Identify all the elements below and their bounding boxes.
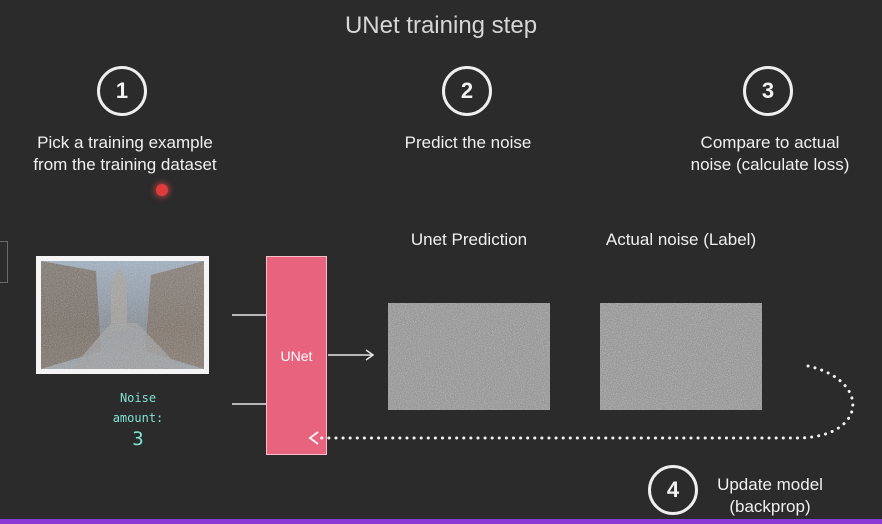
video-progress-bar[interactable] bbox=[0, 519, 882, 524]
noise-label-line-2: amount: bbox=[112, 411, 164, 425]
actual-noise-image bbox=[600, 303, 762, 410]
step-1-line-1: Pick a training example bbox=[37, 133, 213, 152]
step-4-circle: 4 bbox=[648, 465, 698, 515]
noise-label-line-1: Noise bbox=[119, 391, 157, 405]
step-2-text: Predict the noise bbox=[368, 132, 568, 154]
noise-amount-value: 3 bbox=[132, 428, 144, 450]
step-3-line-1: Compare to actual bbox=[700, 133, 840, 152]
step-1-text: Pick a training example from the trainin… bbox=[10, 132, 240, 176]
unet-label: UNet bbox=[280, 347, 313, 364]
slide-title: UNet training step bbox=[344, 12, 538, 39]
step-3-line-2: noise (calculate loss) bbox=[690, 155, 850, 174]
noisy-street-photo bbox=[41, 261, 204, 369]
step-4-text: Update model (backprop) bbox=[700, 474, 840, 518]
step-2-line-1: Predict the noise bbox=[404, 133, 532, 152]
unet-to-prediction-arrow bbox=[328, 349, 375, 361]
unet-block: UNet bbox=[266, 256, 327, 455]
cursor-pointer-dot bbox=[156, 184, 168, 196]
step-4-line-2: (backprop) bbox=[729, 497, 811, 516]
noise-amount-label: Noise amount: bbox=[100, 388, 176, 428]
step-3-text: Compare to actual noise (calculate loss) bbox=[672, 132, 868, 176]
unet-prediction-noise-image bbox=[388, 303, 550, 410]
step-2-circle: 2 bbox=[442, 66, 492, 116]
backprop-dotted-arrow bbox=[308, 364, 855, 445]
unet-prediction-label: Unet Prediction bbox=[410, 230, 528, 249]
step-4-line-1: Update model bbox=[717, 475, 823, 494]
step-1-line-2: from the training dataset bbox=[33, 155, 217, 174]
left-edge-tab[interactable] bbox=[0, 241, 8, 283]
training-example-image bbox=[36, 256, 209, 374]
step-1-circle: 1 bbox=[97, 66, 147, 116]
step-3-circle: 3 bbox=[743, 66, 793, 116]
actual-noise-label: Actual noise (Label) bbox=[605, 230, 757, 249]
